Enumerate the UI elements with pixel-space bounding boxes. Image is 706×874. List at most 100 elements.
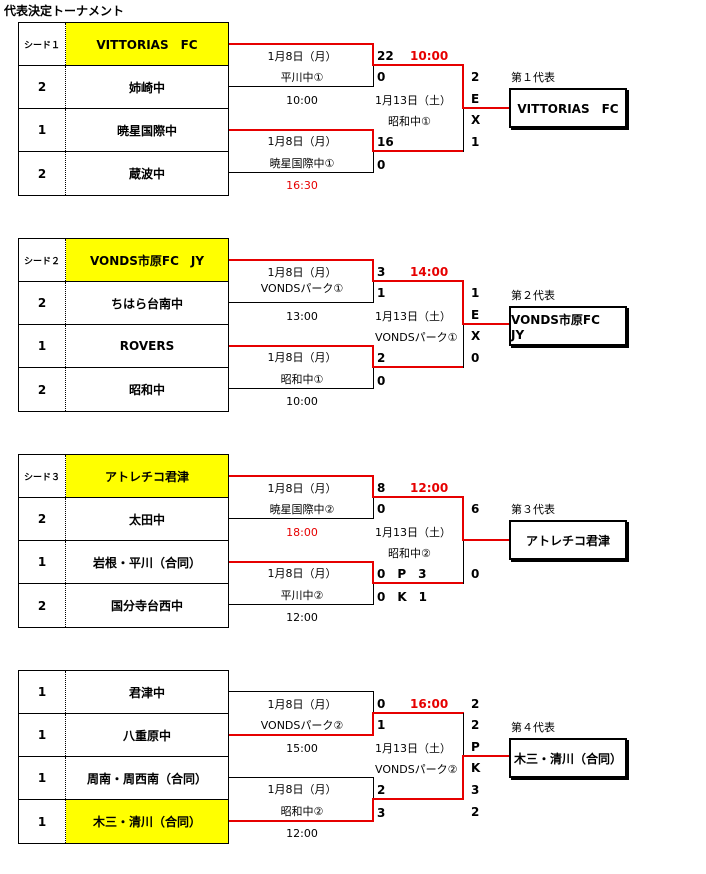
representative-team: アトレチコ君津 [509, 520, 627, 560]
bracket-line [462, 323, 509, 325]
representative-label: 第２代表 [511, 289, 555, 302]
team-row: 2 国分寺台西中 [19, 584, 228, 627]
match-date: 1月8日（月） [267, 482, 337, 495]
seed-label: 1 [19, 109, 66, 151]
final-score: 1 [471, 135, 480, 149]
bracket-line [373, 691, 374, 713]
match-venue: VONDSパーク① [260, 282, 344, 295]
team-row: シード３ アトレチコ君津 [19, 455, 228, 498]
team-row: 2 姉崎中 [19, 66, 228, 109]
bracket-line [229, 691, 374, 692]
match-date: 1月8日（月） [267, 351, 337, 364]
bracket-line [229, 86, 374, 87]
bracket-line [372, 496, 464, 498]
seed-label: 2 [19, 584, 66, 627]
seed-label: 1 [19, 714, 66, 756]
representative-label: 第３代表 [511, 503, 555, 516]
match-date: 1月8日（月） [267, 266, 337, 279]
bracket-line [229, 475, 374, 477]
score: 3 [377, 265, 386, 279]
score: 0 [377, 374, 386, 388]
bracket-line [373, 584, 374, 605]
final-note: E [471, 92, 480, 106]
match-date: 1月8日（月） [267, 783, 337, 796]
bracket-line [372, 259, 374, 282]
score: 22 [377, 49, 394, 63]
seed-label: シード２ [19, 239, 66, 281]
final-venue: VONDSパーク① [375, 331, 458, 344]
final-venue: VONDSパーク② [375, 763, 458, 776]
team-row: 1 周南・周西南（合同） [19, 757, 228, 800]
bracket-line [373, 66, 374, 87]
bracket-line [229, 172, 374, 173]
match-time: 12:00 [286, 611, 318, 624]
final-venue: 昭和中① [388, 115, 431, 128]
bracket-block-1: シード１ VITTORIAS FC 2 姉崎中 1 暁星国際中 2 蔵波中 1月… [0, 22, 706, 222]
representative-label: 第１代表 [511, 71, 555, 84]
final-date: 1月13日（土） [375, 526, 451, 539]
match-date: 1月8日（月） [267, 135, 337, 148]
team-row: シード１ VITTORIAS FC [19, 23, 228, 66]
team-name: 蔵波中 [128, 167, 165, 181]
final-date: 1月13日（土） [375, 742, 451, 755]
bracket-line [462, 496, 464, 541]
representative-team: VONDS市原FC JY [509, 306, 627, 346]
final-note: E [471, 308, 480, 322]
bracket-line [372, 712, 374, 736]
bracket-line [462, 107, 509, 109]
seed-label: 1 [19, 800, 66, 843]
team-row: 2 ちはら台南中 [19, 282, 228, 325]
bracket-block-4: 1 君津中 1 八重原中 1 周南・周西南（合同） 1 木三・清川（合同） 1月… [0, 670, 706, 870]
team-name: 周南・周西南（合同） [86, 771, 207, 786]
match-venue: 平川中① [280, 71, 324, 84]
match-time: 18:00 [286, 526, 318, 539]
score: 0 [377, 697, 386, 711]
score: 2 [377, 783, 386, 797]
seed-label: シード３ [19, 455, 66, 497]
final-time: 16:00 [410, 697, 449, 711]
seed-label: 2 [19, 498, 66, 540]
team-row: 2 蔵波中 [19, 152, 228, 195]
score: 0 K 1 [377, 590, 427, 604]
bracket-line [372, 798, 374, 822]
score: 0 [377, 70, 386, 84]
team-table: シード３ アトレチコ君津 2 太田中 1 岩根・平川（合同） 2 国分寺台西中 [18, 454, 229, 628]
match-venue: VONDSパーク② [260, 719, 344, 732]
bracket-line [463, 324, 464, 368]
representative-team: VITTORIAS FC [509, 88, 627, 128]
bracket-block-2: シード２ VONDS市原FC JY 2 ちはら台南中 1 ROVERS 2 昭和… [0, 238, 706, 438]
bracket-line [372, 366, 464, 368]
match-venue: 暁星国際中② [269, 503, 335, 516]
match-venue: 平川中② [280, 589, 324, 602]
team-name: VITTORIAS FC [66, 23, 228, 65]
team-name: 姉崎中 [128, 80, 165, 95]
bracket-line [462, 539, 509, 541]
team-row: 1 君津中 [19, 671, 228, 714]
bracket-line [462, 755, 464, 800]
final-date: 1月13日（土） [375, 310, 451, 323]
seed-label: 2 [19, 368, 66, 411]
final-score: 6 [471, 502, 480, 516]
match-time: 13:00 [286, 310, 318, 323]
team-row: 1 ROVERS [19, 325, 228, 368]
final-score: 0 [471, 351, 480, 365]
team-table: シード２ VONDS市原FC JY 2 ちはら台南中 1 ROVERS 2 昭和… [18, 238, 229, 412]
final-score: 2 [471, 718, 480, 732]
team-name: 岩根・平川（合同） [92, 555, 201, 570]
team-name: アトレチコ君津 [66, 455, 228, 497]
bracket-line [229, 302, 374, 303]
representative-team: 木三・清川（合同） [509, 738, 627, 778]
final-time: 12:00 [410, 481, 449, 495]
bracket-line [372, 280, 464, 282]
team-name: 木三・清川（合同） [66, 800, 228, 843]
representative-label: 第４代表 [511, 721, 555, 734]
team-row: 1 八重原中 [19, 714, 228, 757]
team-name: ちはら台南中 [110, 296, 183, 311]
final-time: 14:00 [410, 265, 449, 279]
bracket-line [373, 282, 374, 303]
score: 16 [377, 135, 394, 149]
team-row: 2 太田中 [19, 498, 228, 541]
bracket-line [229, 820, 374, 822]
match-time: 15:00 [286, 742, 318, 755]
team-table: 1 君津中 1 八重原中 1 周南・周西南（合同） 1 木三・清川（合同） [18, 670, 229, 844]
